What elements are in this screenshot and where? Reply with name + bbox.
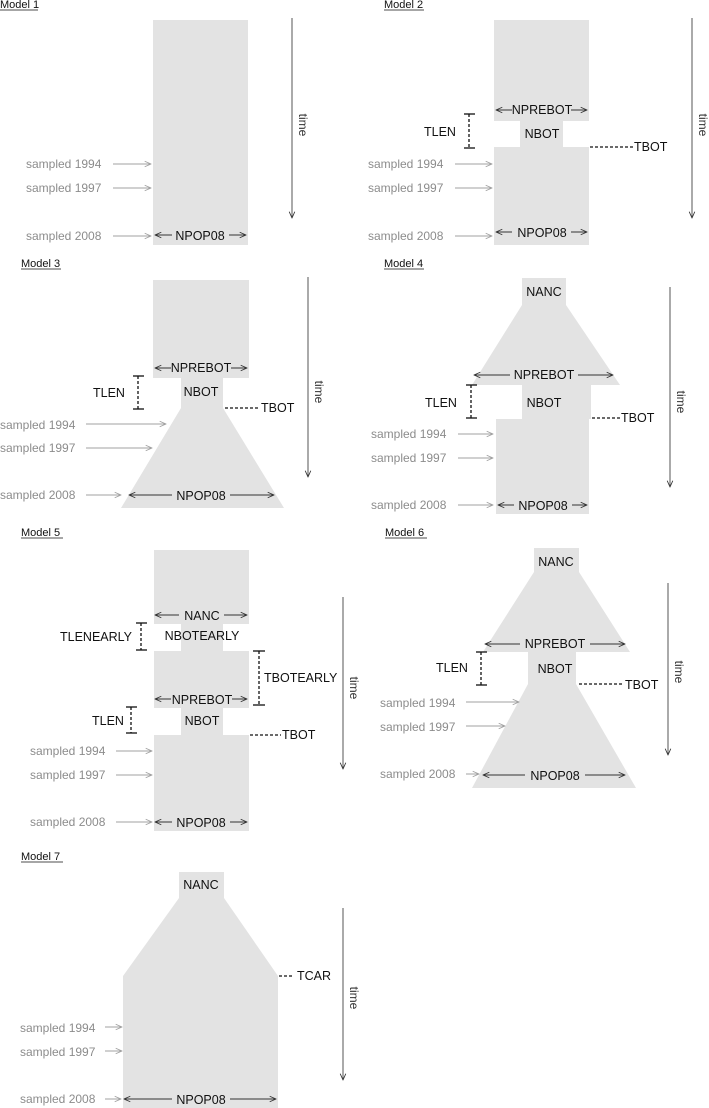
model-7-tcar-label: TCAR	[297, 969, 331, 983]
model-5-nbotearly-label: NBOTEARLY	[165, 629, 240, 643]
model-5-title: Model 5	[21, 527, 60, 539]
model-5-time-label: time	[347, 677, 361, 700]
model-6-tbot-label: TBOT	[625, 678, 659, 692]
model-1-title: Model 1	[0, 0, 39, 11]
model-6-npop08-label: NPOP08	[530, 769, 579, 783]
model-6-title: Model 6	[385, 527, 424, 539]
model-2: Model 2 time NPREBOT NBOT TLEN TBOT samp…	[368, 0, 709, 245]
model-5-tlen-label: TLEN	[92, 714, 124, 728]
model-2-time-label: time	[696, 114, 709, 137]
model-3-time-label: time	[312, 381, 326, 404]
model-5-sampled-1994: sampled 1994	[30, 744, 106, 758]
model-4: Model 4 NANC time NPREBOT NBOT TLEN TBOT…	[371, 258, 688, 514]
model-4-nbot-label: NBOT	[527, 396, 562, 410]
model-7: Model 7 NANC time TCAR sampled 1994 samp…	[20, 851, 361, 1108]
model-5-sampled-2008: sampled 2008	[30, 815, 106, 829]
model-3-population-shape	[121, 280, 284, 508]
model-1-sampled-1997: sampled 1997	[26, 181, 102, 195]
model-3-npop08-label: NPOP08	[176, 489, 225, 503]
model-3-title: Model 3	[21, 258, 60, 270]
model-4-nanc-label: NANC	[526, 285, 561, 299]
model-4-population-shape	[472, 278, 620, 514]
model-5-population-shape	[154, 550, 249, 831]
model-2-sampled-1994: sampled 1994	[368, 157, 444, 171]
model-3-nprebot-label: NPREBOT	[171, 361, 232, 375]
model-4-tlen-label: TLEN	[425, 396, 457, 410]
model-7-title: Model 7	[21, 851, 60, 863]
model-7-sampled-1994: sampled 1994	[20, 1021, 96, 1035]
model-6-tlen-label: TLEN	[436, 661, 468, 675]
model-1-population-shape	[153, 20, 248, 245]
model-7-sampled-1997: sampled 1997	[20, 1045, 96, 1059]
model-6-time-label: time	[672, 661, 686, 684]
model-6-sampled-2008: sampled 2008	[380, 767, 456, 781]
model-2-population-shape	[494, 20, 589, 245]
model-2-tlen-label: TLEN	[424, 125, 456, 139]
model-3-sampled-1994: sampled 1994	[0, 418, 76, 432]
model-7-npop08-label: NPOP08	[176, 1093, 225, 1107]
model-3-nbot-label: NBOT	[184, 385, 219, 399]
model-5-nprebot-label: NPREBOT	[172, 693, 233, 707]
model-5-nanc-label: NANC	[184, 609, 219, 623]
model-4-tbot-label: TBOT	[621, 411, 655, 425]
model-5-sampled-1997: sampled 1997	[30, 768, 106, 782]
model-5-tlenearly-label: TLENEARLY	[60, 630, 133, 644]
model-4-title: Model 4	[384, 258, 423, 270]
model-4-npop08-label: NPOP08	[518, 499, 567, 513]
model-2-nprebot-label: NPREBOT	[512, 103, 573, 117]
model-4-sampled-1994: sampled 1994	[371, 427, 447, 441]
model-2-nbot-label: NBOT	[525, 127, 560, 141]
model-6-nprebot-label: NPREBOT	[525, 637, 586, 651]
model-5-tbotearly-label: TBOTEARLY	[264, 671, 338, 685]
model-7-population-shape	[123, 872, 278, 1108]
model-5: Model 5 time NANC NBOTEARLY TLENEARLY TB…	[21, 527, 361, 831]
model-6: Model 6 NANC time NPREBOT NBOT TLEN TBOT…	[380, 527, 686, 788]
model-7-nanc-label: NANC	[183, 878, 218, 892]
model-6-nanc-label: NANC	[538, 555, 573, 569]
model-4-nprebot-label: NPREBOT	[514, 368, 575, 382]
model-5-nbot-label: NBOT	[185, 714, 220, 728]
model-2-title: Model 2	[384, 0, 423, 11]
model-6-nbot-label: NBOT	[538, 662, 573, 676]
model-4-sampled-1997: sampled 1997	[371, 451, 447, 465]
model-2-npop08-label: NPOP08	[517, 226, 566, 240]
model-6-sampled-1994: sampled 1994	[380, 696, 456, 710]
model-4-time-label: time	[674, 391, 688, 414]
model-3-tlen-label: TLEN	[93, 386, 125, 400]
model-5-tbot-label: TBOT	[282, 728, 316, 742]
model-1-sampled-2008: sampled 2008	[26, 229, 102, 243]
model-2-sampled-2008: sampled 2008	[368, 229, 444, 243]
model-3-sampled-2008: sampled 2008	[0, 488, 76, 502]
model-7-sampled-2008: sampled 2008	[20, 1092, 96, 1106]
model-2-sampled-1997: sampled 1997	[368, 181, 444, 195]
model-3-sampled-1997: sampled 1997	[0, 441, 76, 455]
model-1-sampled-1994: sampled 1994	[26, 157, 102, 171]
model-4-sampled-2008: sampled 2008	[371, 498, 447, 512]
model-3-tbot-label: TBOT	[261, 401, 295, 415]
model-2-tbot-label: TBOT	[634, 140, 668, 154]
model-6-population-shape	[472, 548, 636, 788]
model-7-time-label: time	[347, 987, 361, 1010]
model-1: Model 1 time sampled 1994 sampled 1997 s…	[0, 0, 310, 245]
model-6-sampled-1997: sampled 1997	[380, 720, 456, 734]
model-1-npop08-label: NPOP08	[175, 229, 224, 243]
model-5-npop08-label: NPOP08	[176, 816, 225, 830]
model-1-time-label: time	[296, 114, 310, 137]
model-3: Model 3 time NPREBOT NBOT TLEN TBOT samp…	[0, 258, 326, 508]
